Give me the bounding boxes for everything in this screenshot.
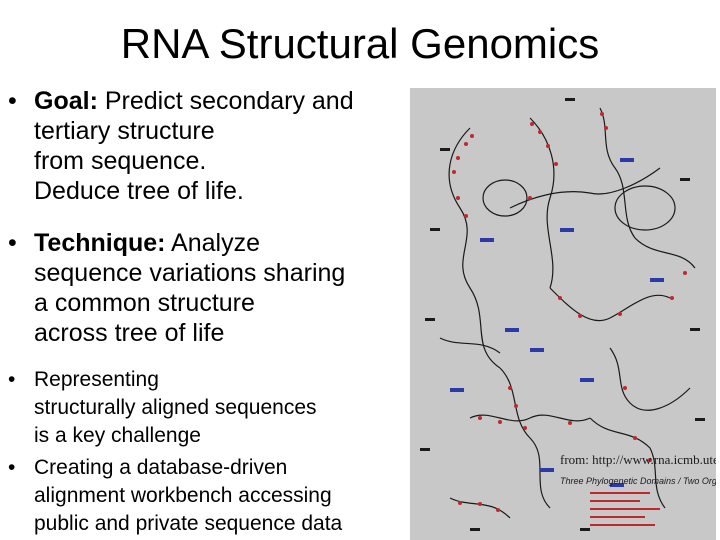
nucleotide-marks-blue (450, 158, 664, 487)
structure-ticks (420, 98, 705, 531)
bullet-dot: • (8, 87, 17, 115)
bullet-lead: Goal: (34, 87, 98, 115)
bullet-dot: • (8, 229, 17, 257)
bullet-text: Representing structurally aligned sequen… (34, 368, 317, 447)
bullet-text: Creating a database-driven alignment wor… (34, 456, 343, 535)
bullet-dot: • (8, 368, 16, 391)
figure-credit: from: http://www.rna.icmb.utexas.edu (560, 452, 716, 467)
bullet-text: Predict secondary and tertiary structure… (34, 87, 354, 205)
figure-caption: Three Phylogenetic Domains / Two Organel… (560, 476, 716, 486)
nucleotide-marks-red (452, 112, 687, 512)
rna-structure-figure: from: http://www.rna.icmb.utexas.edu Thr… (410, 88, 716, 540)
slide-title: RNA Structural Genomics (120, 20, 600, 67)
bullet-text: Analyze sequence variations sharing a co… (34, 229, 346, 347)
bullet-lead: Technique: (34, 229, 166, 257)
bullet-dot: • (8, 456, 16, 479)
structure-backbone (439, 107, 696, 519)
legend-marks (590, 492, 660, 526)
bullet-list: • Goal: Predict secondary and tertiary s… (8, 87, 354, 535)
rna-secondary-structure-diagram: from: http://www.rna.icmb.utexas.edu Thr… (420, 98, 716, 531)
